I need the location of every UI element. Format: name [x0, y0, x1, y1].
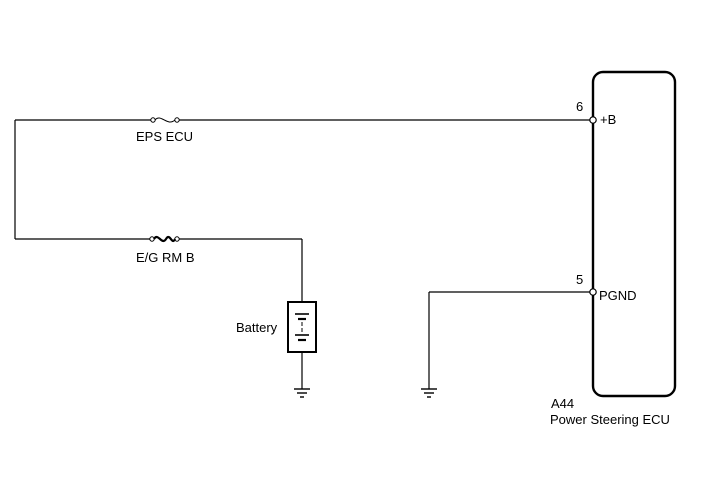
pin-plus-b-name: +B [600, 112, 616, 127]
pin-pgnd-terminal [589, 288, 597, 296]
wire-pgnd-to-ground [428, 291, 590, 389]
ecu-connector-label: A44 [551, 396, 574, 411]
fuse-eg-rm-b-symbol [149, 235, 180, 243]
ground-battery-icon [294, 388, 310, 398]
ecu-name-label: Power Steering ECU [550, 412, 670, 427]
fuse-eg-rm-b-label: E/G RM B [136, 250, 195, 265]
pin-pgnd-name: PGND [599, 288, 637, 303]
wire-eg-rm-b-to-battery [15, 238, 303, 302]
battery-symbol [287, 301, 317, 353]
pin-plus-b-terminal [589, 116, 597, 124]
power-steering-ecu-box [591, 70, 677, 398]
pin-plus-b-number: 6 [576, 99, 583, 114]
pin-pgnd-number: 5 [576, 272, 583, 287]
fuse-eps-ecu-symbol [150, 117, 180, 123]
fuse-eps-ecu-label: EPS ECU [136, 129, 193, 144]
battery-label: Battery [236, 320, 278, 335]
ground-pgnd-icon [421, 388, 437, 398]
